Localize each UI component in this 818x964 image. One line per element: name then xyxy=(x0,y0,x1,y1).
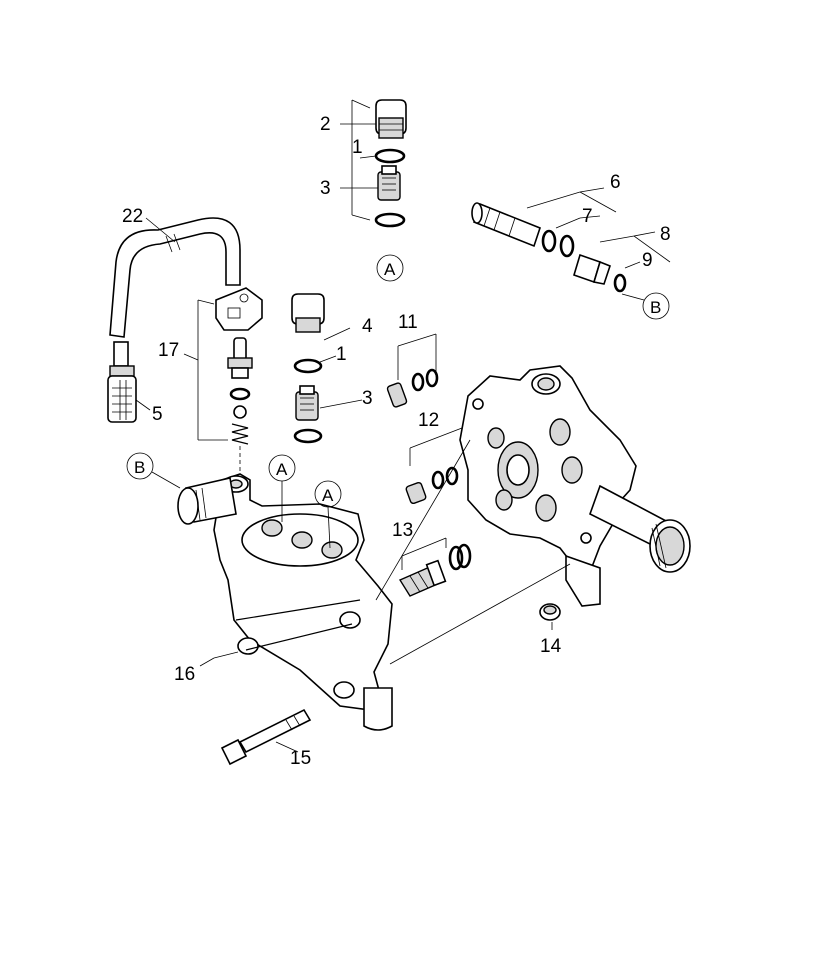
part-12-valve xyxy=(405,466,459,505)
svg-text:A: A xyxy=(276,460,288,479)
ref-a-head-2: A xyxy=(314,480,342,549)
assembly-lines xyxy=(199,439,571,667)
part-14-plug xyxy=(539,603,561,621)
label-14: 14 xyxy=(540,636,562,657)
label-3-top: 3 xyxy=(320,178,331,199)
svg-text:B: B xyxy=(650,298,661,317)
label-13: 13 xyxy=(392,520,413,541)
part-3-valve-insert-middle xyxy=(295,385,319,421)
leader-5 xyxy=(135,399,151,411)
leader-lines-17 xyxy=(183,299,228,441)
label-1-middle: 1 xyxy=(336,344,347,365)
label-3-middle: 3 xyxy=(362,388,373,409)
leader-lines-6-9 xyxy=(526,187,671,301)
svg-text:B: B xyxy=(134,458,145,477)
label-17: 17 xyxy=(158,340,179,361)
part-2-valve-plug xyxy=(375,99,407,139)
part-7-o-ring-a xyxy=(541,229,557,253)
leader-15 xyxy=(275,741,299,753)
part-7-o-ring-b xyxy=(559,234,575,258)
part-11-valve xyxy=(386,368,439,408)
svg-text:A: A xyxy=(322,486,334,505)
label-4: 4 xyxy=(362,316,373,337)
part-8-valve-nipple xyxy=(573,253,611,285)
label-7: 7 xyxy=(582,206,593,227)
ref-b-left: B xyxy=(126,452,181,489)
part-15-bolt xyxy=(220,708,312,766)
part-6-valve-sleeve xyxy=(471,202,541,248)
label-6: 6 xyxy=(610,172,621,193)
label-11: 11 xyxy=(398,312,418,333)
label-2: 2 xyxy=(320,114,331,135)
label-9: 9 xyxy=(642,250,653,271)
part-4-valve-plug xyxy=(291,293,325,333)
part-5-filter xyxy=(107,341,137,423)
ref-a-head-1: A xyxy=(268,454,296,522)
label-15: 15 xyxy=(290,748,311,769)
part-17-ball xyxy=(233,405,247,419)
part-13-valve xyxy=(398,543,472,597)
leader-lines-top-stack xyxy=(340,99,378,221)
pump-housing-outlet xyxy=(589,484,691,573)
leader-lines-11 xyxy=(397,333,437,380)
part-17-bracket xyxy=(215,287,263,331)
label-1-top: 1 xyxy=(352,137,363,158)
leader-lines-middle-stack xyxy=(319,327,363,409)
ref-a-top: A xyxy=(376,254,404,282)
label-8: 8 xyxy=(660,224,671,245)
leader-lines-12 xyxy=(409,427,463,466)
pump-housing-foot xyxy=(565,554,601,607)
label-22: 22 xyxy=(122,206,143,227)
label-16: 16 xyxy=(174,664,195,685)
svg-text:A: A xyxy=(384,260,396,279)
pump-head xyxy=(213,473,393,731)
part-17-spring xyxy=(231,423,249,445)
part-3-valve-insert-top xyxy=(377,165,401,201)
part-1-o-ring-top xyxy=(374,148,406,164)
part-1-o-ring-lower xyxy=(374,212,406,228)
part-9-o-ring xyxy=(613,273,627,293)
part-17-o-ring xyxy=(229,387,251,401)
part-1-o-ring-middle xyxy=(293,358,323,374)
part-22-suction-hose xyxy=(109,217,241,338)
pump-head-inlet xyxy=(177,477,237,525)
leader-lines-13 xyxy=(401,537,447,570)
label-5: 5 xyxy=(152,404,163,425)
part-1-o-ring-middle-lower xyxy=(293,428,323,444)
leader-22 xyxy=(145,217,176,243)
label-12: 12 xyxy=(418,410,439,431)
part-17-nipple xyxy=(227,337,253,379)
pump-housing xyxy=(459,365,637,574)
ref-b-right: B xyxy=(642,292,670,320)
